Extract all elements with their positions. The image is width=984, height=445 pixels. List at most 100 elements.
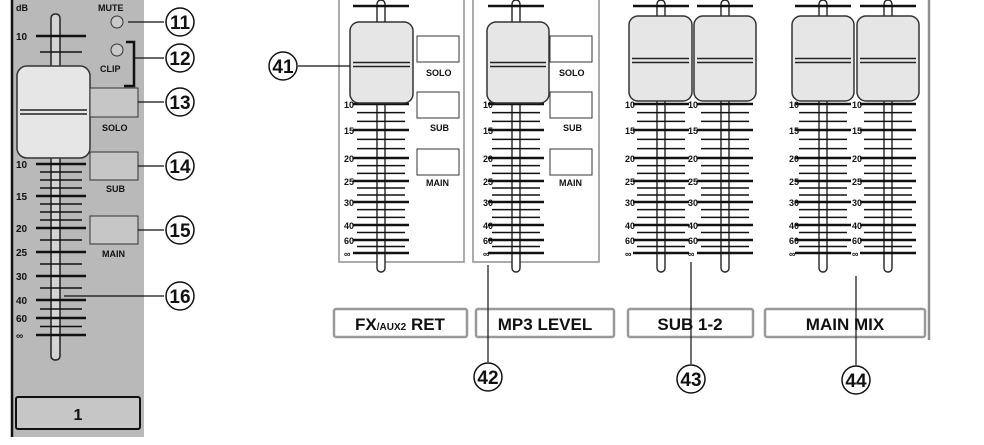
callout-circle-43 <box>676 364 706 394</box>
callout-14: 14 <box>169 157 191 178</box>
mp3-solo-label: SOLO <box>559 68 585 78</box>
mute-led <box>110 15 124 29</box>
fx-section-label: FX/AUX2 RET <box>355 315 446 334</box>
channel-number-box <box>15 396 141 430</box>
fx-solo-button[interactable] <box>416 35 460 63</box>
callout-circle-44 <box>841 365 871 395</box>
mp3-main-button[interactable] <box>549 148 593 176</box>
callout-43: 43 <box>680 370 701 391</box>
strip-scale-label: 30 <box>16 272 28 283</box>
mp3-fader-knob[interactable] <box>486 21 550 104</box>
mp3-fader-scale-label: 25 <box>483 177 493 187</box>
main-mix-label-box <box>763 307 927 339</box>
faders: 10 15 20 25 30 40 60 ∞ 10 15 20 25 30 40 60 ∞ 10 15 20 25 30… <box>344 0 920 273</box>
fx-fader-scale-label: 10 <box>344 100 354 110</box>
main-fader-r-scale-label: 40 <box>852 221 862 231</box>
clip-bracket <box>124 40 136 88</box>
callout-circle-14 <box>165 151 195 181</box>
callout-41: 41 <box>272 57 294 78</box>
mute-label: MUTE <box>98 3 124 13</box>
channel-solo-label: SOLO <box>102 123 128 133</box>
mp3-fader-scale-label: ∞ <box>483 249 490 259</box>
fx-fader-knob[interactable] <box>349 21 414 104</box>
sub-fader-1-scale-label: 15 <box>625 126 635 136</box>
mp3-fader-scale-label: 10 <box>483 100 493 110</box>
sub-fader-1-knob[interactable] <box>628 15 693 102</box>
sub-fader-1-scale-label: 40 <box>625 221 635 231</box>
callout-16: 16 <box>169 287 190 308</box>
channel-strip: dB 10010152025304060∞ MUTE CLIP SOLO SUB… <box>10 0 144 437</box>
mp3-label-box <box>474 307 616 339</box>
mp3-fader-scale-label: 20 <box>483 154 493 164</box>
fx-fader-scale-label: ∞ <box>344 249 351 259</box>
mp3-fader-scale-label: 40 <box>483 221 493 231</box>
callout-circle-42 <box>473 362 503 392</box>
main-fader-l-scale-label: 60 <box>789 236 799 246</box>
main-mix-section-label: MAIN MIX <box>806 315 885 334</box>
clip-label: CLIP <box>100 64 121 74</box>
sub-fader-2-scale-label: 30 <box>688 198 698 208</box>
sub-fader-1-scale-label: 10 <box>625 100 635 110</box>
sub-fader-2-scale-label: 40 <box>688 221 698 231</box>
main-fader-l-scale-label: 20 <box>789 154 799 164</box>
strip-scale-label: 15 <box>16 192 28 203</box>
db-label: dB <box>16 3 28 13</box>
section-labels: FX/AUX2 RET MP3 LEVEL SUB 1-2 MAIN MIX <box>332 307 927 339</box>
sub-fader-2-scale-label: 25 <box>688 177 698 187</box>
strip-scale-label: 25 <box>16 248 28 259</box>
callout-42: 42 <box>477 368 498 389</box>
main-fader-r-knob[interactable] <box>856 15 920 102</box>
sub-fader-2-scale-label: 20 <box>688 154 698 164</box>
main-fader-l-scale-label: ∞ <box>789 249 796 259</box>
callout-44: 44 <box>845 371 867 392</box>
sub-fader-2-scale-label: 60 <box>688 236 698 246</box>
sub-fader-1-scale-label: 25 <box>625 177 635 187</box>
section-frames <box>338 0 931 340</box>
main-fader-l-scale-label: 30 <box>789 198 799 208</box>
mp3-solo-button[interactable] <box>549 35 593 63</box>
main-fader-l-knob[interactable] <box>791 15 855 102</box>
sub-fader-1-scale-label: 30 <box>625 198 635 208</box>
callout-circle-12 <box>165 43 195 73</box>
mp3-buttons: SOLO SUB MAIN <box>549 35 593 188</box>
sub-fader-2-scale-label: 15 <box>688 126 698 136</box>
main-fader-r-scale-label: 30 <box>852 198 862 208</box>
channel-sub-button[interactable] <box>89 151 139 181</box>
strip-scale-label: ∞ <box>16 331 23 342</box>
fx-label-main: FX <box>355 315 377 334</box>
sub-fader-2-scale-label: 10 <box>688 100 698 110</box>
sub-fader-2-scale-label: ∞ <box>688 249 695 259</box>
sub-fader-2-knob[interactable] <box>693 15 757 102</box>
channel-callouts: 11 12 13 14 15 16 <box>64 7 195 311</box>
sub-fader-1-scale-label: 60 <box>625 236 635 246</box>
strip-scale-label: 20 <box>16 224 28 235</box>
callout-12: 12 <box>169 49 190 70</box>
callout-circle-16 <box>165 281 195 311</box>
sub-section-label: SUB 1-2 <box>657 315 722 334</box>
channel-main-label: MAIN <box>102 249 125 259</box>
strip-scale-label: 10 <box>16 160 28 171</box>
fx-main-button[interactable] <box>416 148 460 176</box>
channel-fader-knob[interactable] <box>16 65 91 159</box>
fx-main-label: MAIN <box>426 178 449 188</box>
fx-fader-scale-label: 30 <box>344 198 354 208</box>
strip-scale-label: 40 <box>16 296 28 307</box>
main-fader-l-scale-label: 25 <box>789 177 799 187</box>
fx-sub-button[interactable] <box>416 91 460 119</box>
strip-scale-label: 10 <box>16 32 28 43</box>
fx-fader-scale-label: 25 <box>344 177 354 187</box>
mp3-sub-button[interactable] <box>549 91 593 119</box>
main-fader-r-scale-label: ∞ <box>852 249 859 259</box>
callout-circle-41 <box>268 51 298 81</box>
channel-main-button[interactable] <box>89 215 139 245</box>
fx-fader-scale-label: 15 <box>344 126 354 136</box>
callout-15: 15 <box>169 221 191 242</box>
fx-sub-label: SUB <box>430 123 450 133</box>
callout-circle-15 <box>165 215 195 245</box>
channel-solo-button[interactable] <box>89 87 139 118</box>
callout-13: 13 <box>169 93 190 114</box>
